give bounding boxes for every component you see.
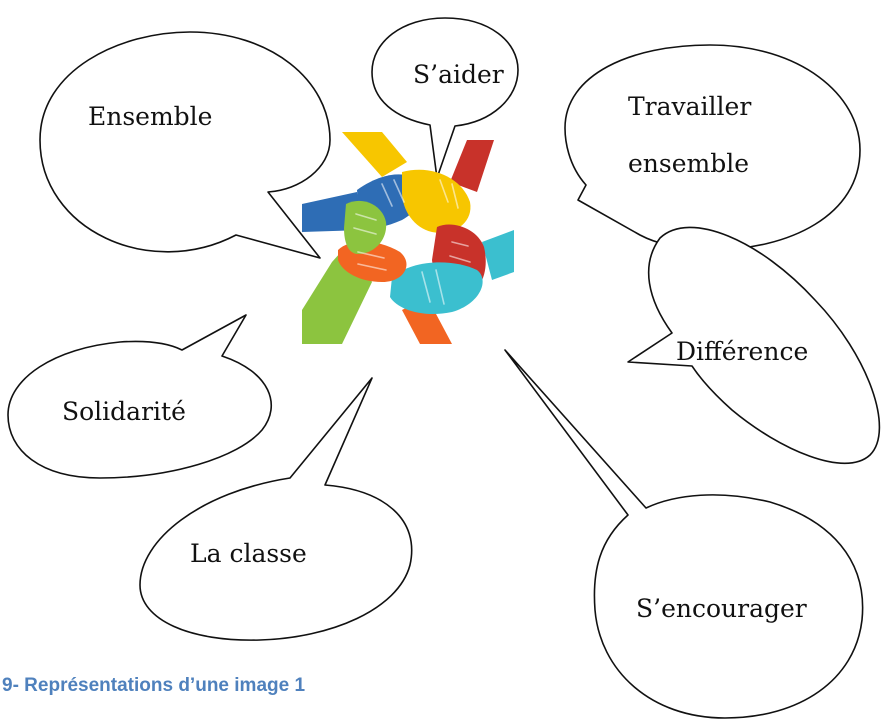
- bubble-label-difference: Différence: [676, 337, 808, 366]
- bubble-label-s-aider: S’aider: [413, 60, 504, 89]
- bubble-travailler-ensemble: Travailler ensemble: [564, 44, 861, 251]
- hand-yellow: [402, 169, 471, 233]
- arm-cyan: [482, 230, 514, 280]
- bubble-la-classe: La classe: [139, 377, 413, 641]
- bubble-ensemble: Ensemble: [39, 31, 331, 259]
- bubble-label-la-classe: La classe: [190, 539, 307, 568]
- hand-green: [344, 200, 387, 254]
- arm-red: [450, 140, 494, 192]
- arm-yellow: [342, 132, 407, 177]
- hand-cyan: [390, 262, 483, 315]
- joined-hands-icon: [302, 132, 514, 344]
- bubble-s-encourager: S’encourager: [504, 349, 864, 719]
- bubble-label-solidarite: Solidarité: [62, 397, 186, 426]
- bubble-label-travailler: Travailler: [628, 92, 751, 121]
- bubble-solidarite: Solidarité: [7, 314, 272, 479]
- bubble-label-ensemble: Ensemble: [88, 102, 212, 131]
- bubble-difference: Différence: [627, 226, 881, 465]
- figure-caption: 9- Représentations d’une image 1: [2, 675, 306, 696]
- bubble-label-ensemble-2: ensemble: [628, 149, 749, 178]
- bubble-label-s-encourager: S’encourager: [636, 594, 807, 623]
- bubble-s-aider: S’aider: [371, 17, 519, 179]
